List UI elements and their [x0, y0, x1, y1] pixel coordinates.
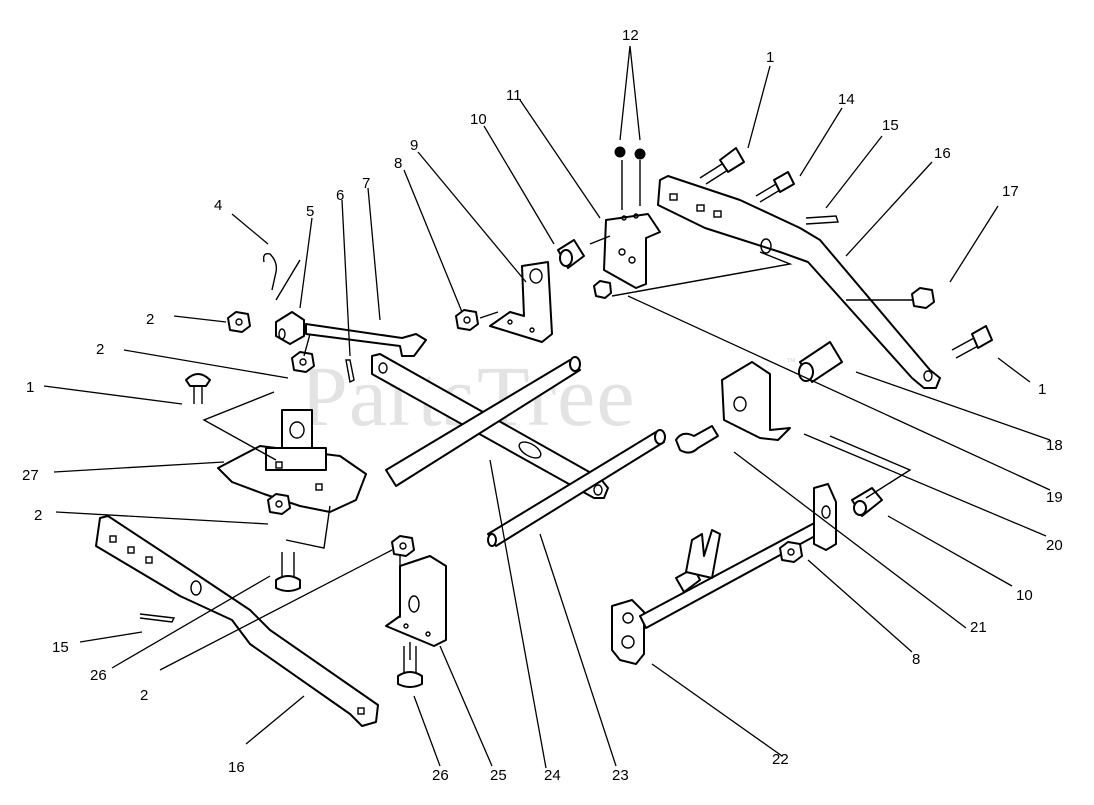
bolt-14: [755, 171, 795, 203]
nut-2-d: [391, 535, 415, 557]
screws-12: [614, 146, 646, 160]
lift-arm-right: [657, 175, 941, 389]
callout-15-left: 15: [52, 639, 69, 656]
lever-22: [611, 483, 837, 665]
pivot-plate: [217, 409, 367, 513]
watermark-trademark: ™: [786, 357, 796, 368]
callout-4: 4: [214, 197, 222, 214]
nut-8-a: [455, 309, 479, 331]
callout-9: 9: [410, 137, 418, 154]
link-rod-7: [305, 323, 427, 357]
cotter-15-b: [139, 613, 176, 623]
callout-26-left: 26: [90, 667, 107, 684]
callout-2-d: 2: [140, 687, 148, 704]
nut-2-b: [291, 351, 315, 373]
callout-10-right: 10: [1016, 587, 1033, 604]
callout-21: 21: [970, 619, 987, 636]
callout-8-top: 8: [394, 155, 402, 172]
hairpin-4: [262, 252, 278, 291]
leader-lines: [43, 45, 1051, 769]
callout-1-top: 1: [766, 49, 774, 66]
spacer-10-b: [851, 487, 883, 517]
bracket-9: [489, 261, 553, 343]
callout-1-left: 1: [26, 379, 34, 396]
callout-16-bottom: 16: [228, 759, 245, 776]
bracket-11: [603, 213, 661, 289]
callout-12: 12: [622, 27, 639, 44]
callout-2-c: 2: [34, 507, 42, 524]
callout-18: 18: [1046, 437, 1063, 454]
callout-24: 24: [544, 767, 561, 784]
bolt-21: [675, 425, 719, 454]
callout-2-a: 2: [146, 311, 154, 328]
callout-17: 17: [1002, 183, 1019, 200]
spacer-10-a: [557, 239, 585, 269]
callout-1-right: 1: [1038, 381, 1046, 398]
callout-11: 11: [506, 87, 522, 104]
callout-22: 22: [772, 751, 789, 768]
callout-6: 6: [336, 187, 344, 204]
bolt-26-b: [397, 646, 423, 688]
callout-7: 7: [362, 175, 370, 192]
callout-25: 25: [490, 767, 507, 784]
bolt-1-b: [185, 373, 211, 404]
nut-8-b: [779, 541, 803, 563]
callout-numbers: 12 1 14 11 15 10 9 16 8 7 6 17 4 5 2 2 1…: [22, 27, 1063, 784]
nut-17: [911, 287, 935, 309]
callout-20: 20: [1046, 537, 1063, 554]
nut-2-c: [267, 493, 291, 515]
bracket-25: [385, 555, 447, 647]
callout-16-top: 16: [934, 145, 951, 162]
callout-14: 14: [838, 91, 855, 108]
spacer-18: [798, 341, 843, 383]
cotter-6: [345, 359, 355, 384]
nut-2-a: [227, 311, 251, 333]
cotter-15-a: [805, 215, 839, 225]
lift-arm-left: [95, 515, 379, 727]
nut-19: [593, 280, 612, 299]
bolt-1-c: [951, 325, 993, 359]
callout-10-top: 10: [470, 111, 487, 128]
callout-2-b: 2: [96, 341, 104, 358]
callout-23: 23: [612, 767, 629, 784]
callout-19: 19: [1046, 489, 1063, 506]
callout-27: 27: [22, 467, 39, 484]
pin-5: [275, 311, 305, 345]
axis-lines: [202, 160, 912, 660]
bolt-1-a: [699, 147, 745, 185]
callout-5: 5: [306, 203, 314, 220]
callout-26-bottom: 26: [432, 767, 449, 784]
callout-8-right: 8: [912, 651, 920, 668]
cross-shaft-assembly: [371, 353, 666, 547]
bracket-20: [721, 361, 791, 441]
bolt-26-a: [275, 552, 301, 592]
callout-15-top: 15: [882, 117, 899, 134]
